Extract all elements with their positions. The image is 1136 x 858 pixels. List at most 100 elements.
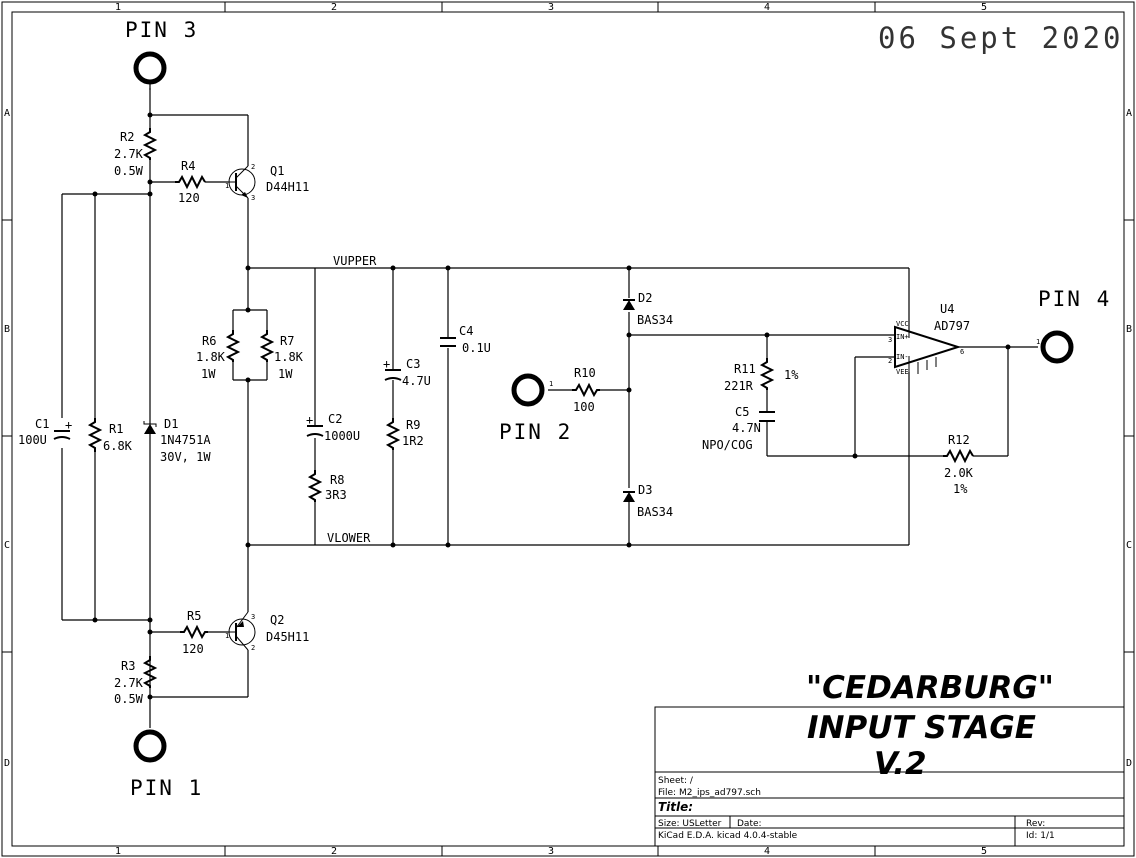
svg-text:3: 3 xyxy=(251,613,255,621)
resistor-r11: R11 221R 1% xyxy=(724,358,799,393)
svg-text:IN-: IN- xyxy=(896,353,909,361)
resistor-r6: R6 1.8K 1W xyxy=(196,330,241,381)
row-label-d: D xyxy=(4,758,10,769)
svg-text:C4: C4 xyxy=(459,324,473,338)
svg-text:NPO/COG: NPO/COG xyxy=(702,438,753,452)
svg-text:PIN 1: PIN 1 xyxy=(130,776,203,800)
svg-text:R4: R4 xyxy=(181,159,195,173)
resistor-r12: R12 2.0K 1% xyxy=(943,433,974,496)
connector-pin-1: PIN 1 xyxy=(130,729,203,800)
col-label-1: 1 xyxy=(115,2,121,13)
transistor-q2: Q2 D45H11 1 3 2 xyxy=(225,611,309,652)
resistor-r2: R2 2.7K 0.5W xyxy=(114,128,158,178)
svg-text:4.7N: 4.7N xyxy=(732,421,761,435)
svg-text:D1: D1 xyxy=(164,417,178,431)
svg-text:IN+: IN+ xyxy=(896,333,909,341)
svg-text:R7: R7 xyxy=(280,334,294,348)
svg-text:R9: R9 xyxy=(406,418,420,432)
svg-text:3: 3 xyxy=(888,336,892,344)
transistor-q1: Q1 D44H11 1 2 3 xyxy=(225,163,309,202)
svg-text:1R2: 1R2 xyxy=(402,434,424,448)
title-block: "CEDARBURG" INPUT STAGE V.2 Sheet: / Fil… xyxy=(654,670,1125,847)
resistor-r9: R9 1R2 xyxy=(385,418,424,450)
col-label-3-bottom: 3 xyxy=(548,846,554,857)
svg-text:R1: R1 xyxy=(109,422,123,436)
col-label-5: 5 xyxy=(981,2,987,13)
connector-pin-2: PIN 2 xyxy=(499,373,572,444)
net-label-vlower: VLOWER xyxy=(327,531,371,545)
resistor-r10: R10 100 xyxy=(572,366,600,414)
svg-text:2.7K: 2.7K xyxy=(114,147,144,161)
tb-size: Size: USLetter xyxy=(658,819,722,829)
svg-text:U4: U4 xyxy=(940,302,954,316)
svg-text:1.8K: 1.8K xyxy=(196,350,226,364)
svg-text:1000U: 1000U xyxy=(324,429,360,443)
svg-text:R2: R2 xyxy=(120,130,134,144)
svg-text:221R: 221R xyxy=(724,379,754,393)
opamp-u4: VCC IN+ IN- VEE 3 2 6 1 U4 AD797 xyxy=(888,302,1040,376)
svg-text:BAS34: BAS34 xyxy=(637,505,673,519)
resistor-r4: R4 120 xyxy=(175,159,206,205)
svg-text:1%: 1% xyxy=(953,482,968,496)
capacitor-c1: + C1 100U xyxy=(18,417,72,447)
title-line-2: INPUT STAGE xyxy=(807,710,1036,746)
title-line-1: "CEDARBURG" xyxy=(806,670,1054,706)
svg-text:D45H11: D45H11 xyxy=(266,630,309,644)
svg-text:1: 1 xyxy=(1036,338,1040,346)
svg-text:R8: R8 xyxy=(330,473,344,487)
tb-date: Date: xyxy=(737,819,762,829)
row-label-c: C xyxy=(4,540,10,551)
diode-d3: D3 BAS34 xyxy=(623,483,673,519)
svg-text:R10: R10 xyxy=(574,366,596,380)
svg-text:30V, 1W: 30V, 1W xyxy=(160,450,211,464)
svg-text:1: 1 xyxy=(225,182,229,190)
svg-text:6: 6 xyxy=(960,348,964,356)
pin2-pin-number: 1 xyxy=(549,380,553,388)
svg-text:1.8K: 1.8K xyxy=(274,350,304,364)
svg-text:+: + xyxy=(306,413,313,427)
junction-dots xyxy=(92,112,1011,700)
col-label-4-bottom: 4 xyxy=(764,846,770,857)
svg-text:1W: 1W xyxy=(278,367,293,381)
svg-text:Q1: Q1 xyxy=(270,164,284,178)
svg-text:BAS34: BAS34 xyxy=(637,313,673,327)
title-line-3: V.2 xyxy=(874,746,927,782)
svg-text:120: 120 xyxy=(178,191,200,205)
col-label-2-bottom: 2 xyxy=(331,846,337,857)
col-label-3: 3 xyxy=(548,2,554,13)
row-label-b-right: B xyxy=(1126,324,1132,335)
svg-text:1: 1 xyxy=(225,632,229,640)
svg-text:D3: D3 xyxy=(638,483,652,497)
svg-text:PIN 2: PIN 2 xyxy=(499,420,572,444)
tb-tool: KiCad E.D.A. kicad 4.0.4-stable xyxy=(658,831,798,841)
svg-text:PIN 4: PIN 4 xyxy=(1038,287,1111,311)
svg-text:C3: C3 xyxy=(406,357,420,371)
resistor-r5: R5 120 xyxy=(180,609,208,656)
svg-text:0.5W: 0.5W xyxy=(114,164,144,178)
col-label-1-bottom: 1 xyxy=(115,846,121,857)
svg-text:1W: 1W xyxy=(201,367,216,381)
svg-text:VEE: VEE xyxy=(896,368,909,376)
svg-text:D44H11: D44H11 xyxy=(266,180,309,194)
svg-text:R12: R12 xyxy=(948,433,970,447)
svg-text:C1: C1 xyxy=(35,417,49,431)
svg-text:2: 2 xyxy=(888,357,892,365)
capacitor-c4: C4 0.1U xyxy=(440,324,491,355)
svg-text:D2: D2 xyxy=(638,291,652,305)
row-label-d-right: D xyxy=(1126,758,1132,769)
capacitor-c5: C5 4.7N NPO/COG xyxy=(702,405,775,452)
svg-text:R5: R5 xyxy=(187,609,201,623)
svg-text:6.8K: 6.8K xyxy=(103,439,133,453)
svg-text:0.1U: 0.1U xyxy=(462,341,491,355)
svg-text:3R3: 3R3 xyxy=(325,488,347,502)
svg-text:2.0K: 2.0K xyxy=(944,466,974,480)
svg-text:1%: 1% xyxy=(784,368,799,382)
resistor-r8: R8 3R3 xyxy=(307,470,347,502)
resistor-r3: R3 2.7K 0.5W xyxy=(114,656,158,706)
svg-text:C2: C2 xyxy=(328,412,342,426)
svg-text:R3: R3 xyxy=(121,659,135,673)
svg-text:R11: R11 xyxy=(734,362,756,376)
svg-text:Q2: Q2 xyxy=(270,613,284,627)
row-label-a-right: A xyxy=(1126,108,1132,119)
